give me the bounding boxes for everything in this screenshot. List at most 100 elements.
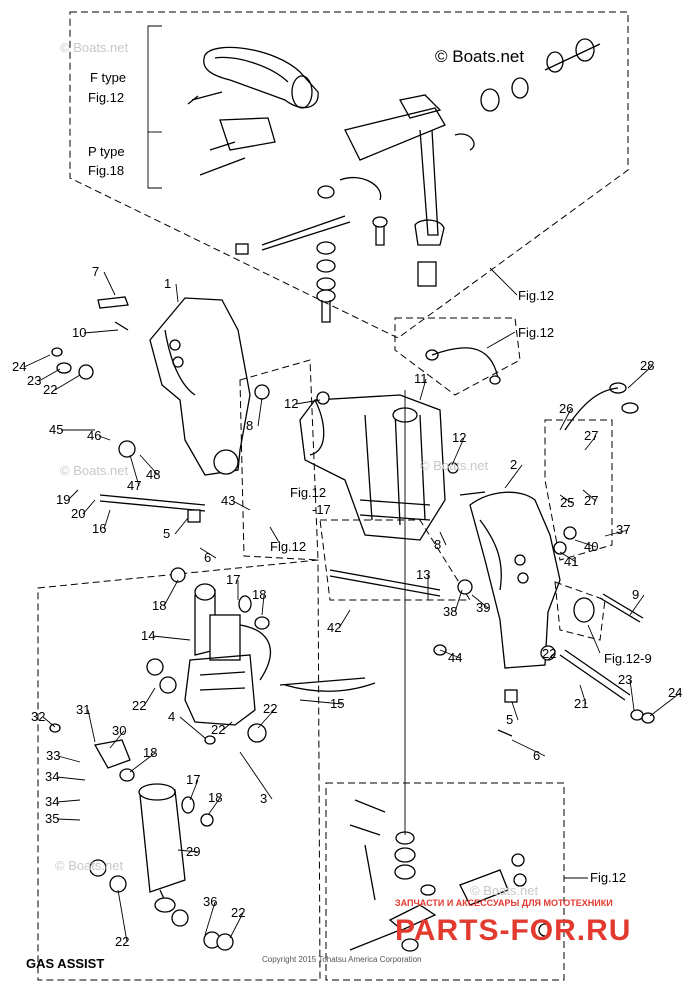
clamp-bracket-left: [97, 296, 251, 476]
shop-watermark-tagline: ЗАПЧАСТИ И АКСЕССУАРЫ ДЛЯ МОТОТЕХНИКИ: [395, 898, 613, 908]
fig12-lower-boundary: [325, 782, 565, 981]
callout-leader: [38, 368, 61, 382]
callout-leader: [559, 494, 573, 504]
part-callout-23: 23: [27, 373, 41, 388]
callout-leader: [199, 547, 217, 559]
part-callout-30: 30: [112, 723, 126, 738]
part-callout-11: 11: [414, 371, 428, 386]
part-callout-18: 18: [152, 598, 166, 613]
svg-text:© Boats.net: © Boats.net: [470, 883, 539, 898]
callout-leader: [98, 435, 111, 441]
part-callout-3: 3: [260, 791, 267, 806]
callout-leader: [143, 687, 156, 707]
gas-assist-cylinder: [49, 723, 186, 913]
callout-leader: [338, 609, 351, 629]
callout-leader: [299, 699, 343, 705]
fig12-9-boundary: [554, 581, 606, 641]
part-callout-16: 16: [92, 521, 106, 536]
callout-leader: [54, 374, 81, 391]
part-callout-28: 28: [640, 358, 654, 373]
fig-ref-center-part: -17: [312, 502, 331, 517]
part-callout-46: 46: [87, 428, 101, 443]
copyright-mark: © Boats.net: [435, 47, 524, 66]
tilt-switch-boundary: [544, 419, 613, 561]
swivel-bracket: [299, 394, 446, 541]
part-callout-22: 22: [132, 698, 146, 713]
callout-leader: [189, 779, 199, 801]
part-callout-44: 44: [448, 650, 462, 665]
part-callout-21: 21: [574, 696, 588, 711]
part-callout-22: 22: [231, 905, 245, 920]
part-callout-14: 14: [141, 628, 155, 643]
callout-leader: [87, 709, 96, 743]
part-callout-34: 34: [45, 769, 59, 784]
callout-leader: [454, 589, 463, 613]
part-callout-29: 29: [186, 844, 200, 859]
part-callout-13: 13: [416, 567, 430, 582]
callout-leader: [222, 721, 233, 731]
part-callout-26: 26: [559, 401, 573, 416]
shop-watermark-logo: PARTS-FOR.RU: [395, 914, 631, 947]
callout-leader: [257, 397, 263, 427]
callout-leader: [582, 489, 597, 502]
part-callout-37: 37: [616, 522, 630, 537]
part-callout-36: 36: [203, 894, 217, 909]
callout-leader: [207, 797, 221, 816]
callout-leader: [439, 649, 461, 659]
type-bracket: [147, 25, 162, 189]
part-callout-33: 33: [46, 748, 60, 763]
part-callout-2: 2: [510, 457, 517, 472]
steering-arm-f-type: [187, 46, 319, 109]
callout-leader: [232, 500, 251, 511]
callout-leader: [239, 751, 273, 800]
part-callout-24: 24: [668, 685, 682, 700]
callout-leader: [129, 752, 156, 773]
part-callout-17: 17: [226, 572, 240, 587]
part-callout-9: 9: [632, 587, 639, 602]
part-callout-7: 7: [92, 264, 99, 279]
callout-leader: [559, 408, 572, 431]
pivot-bushings: [454, 38, 601, 151]
callout-leader: [23, 354, 51, 368]
clamp-bracket-right: [459, 491, 561, 669]
svg-text:© Boats.net: © Boats.net: [60, 463, 129, 478]
tilt-shafts: [99, 494, 644, 701]
bracket-bolt-boundary: [239, 359, 319, 561]
callout-leader: [257, 708, 276, 729]
part-callout-18: 18: [252, 587, 266, 602]
callout-leader: [174, 517, 189, 535]
part-callout-5: 5: [506, 712, 513, 727]
part-callout-15: 15: [330, 696, 344, 711]
part-callout-38: 38: [443, 604, 457, 619]
fig-ref-hose: Fig.12: [518, 325, 554, 340]
callout-leader: [103, 509, 111, 530]
fig-ref-center: Fig.12: [290, 485, 326, 500]
part-callout-18: 18: [143, 745, 157, 760]
callout-leader: [419, 378, 427, 401]
callout-leader: [139, 454, 159, 476]
assembly-boundaries: [37, 11, 629, 981]
center-shaft-boundary: [319, 519, 471, 601]
f-type-label: F type: [90, 70, 126, 85]
part-callout-48: 48: [146, 467, 160, 482]
part-callout-18: 18: [208, 790, 222, 805]
footer-copyright: Copyright 2015 Tohatsu America Corporati…: [262, 955, 422, 964]
diagram-text: © Boats.net F type Fig.12 P type Fig.18 …: [26, 47, 652, 971]
callout-leader: [261, 594, 265, 616]
callout-leader: [67, 489, 79, 501]
part-callout-27: 27: [584, 493, 598, 508]
fig-ref-leaders: [269, 267, 601, 879]
part-callout-42: 42: [327, 620, 341, 635]
f-type-figure: Fig.12: [88, 90, 124, 105]
part-callout-10: 10: [72, 325, 86, 340]
callout-leader: [649, 692, 681, 717]
callout-leader: [574, 539, 597, 548]
callout-leader: [504, 464, 523, 489]
fig-ref-lower: Fig.12: [590, 870, 626, 885]
callout-leader: [117, 889, 128, 943]
part-callout-4: 4: [168, 709, 175, 724]
callout-leader: [163, 579, 179, 607]
callout-leader: [103, 271, 116, 296]
